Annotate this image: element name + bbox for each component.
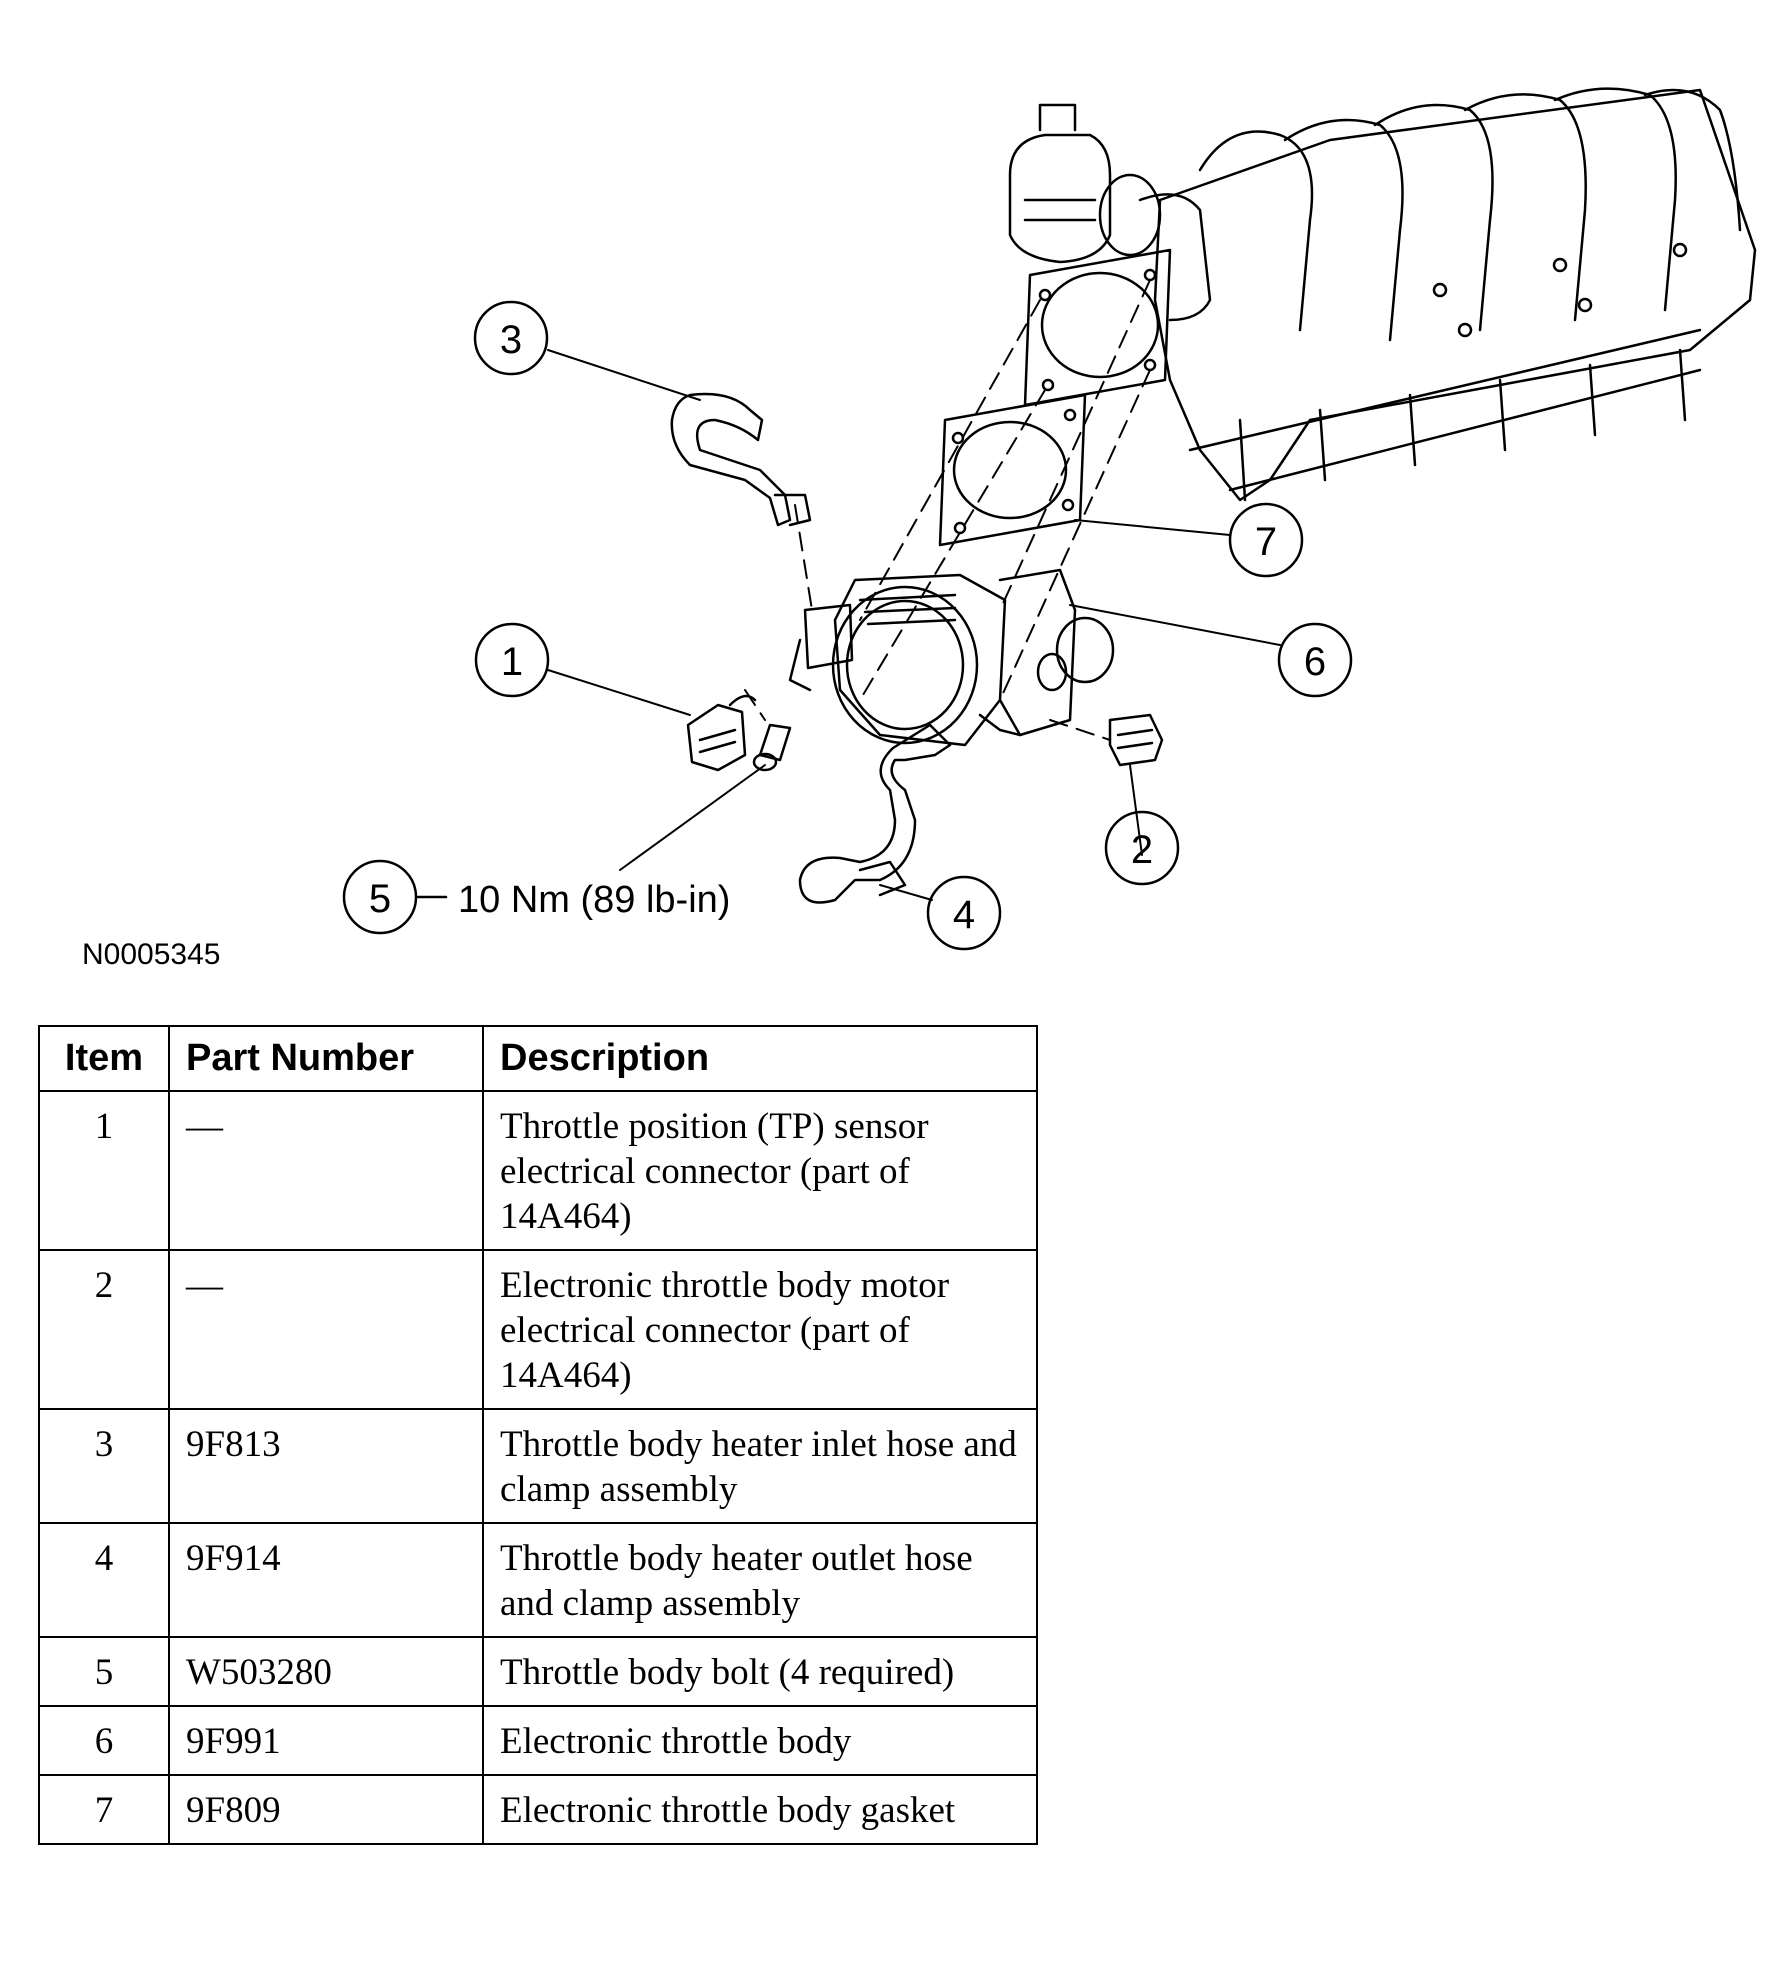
cell-description: Throttle position (TP) sensor electrical… bbox=[482, 1090, 1038, 1251]
inlet-hose bbox=[670, 392, 812, 527]
cell-item: 2 bbox=[38, 1249, 170, 1410]
cell-item: 6 bbox=[38, 1705, 170, 1776]
cell-part-number: — bbox=[168, 1249, 484, 1410]
cell-item: 7 bbox=[38, 1774, 170, 1845]
throttle-body bbox=[788, 568, 1115, 747]
header-part-number: Part Number bbox=[168, 1025, 484, 1092]
svg-text:2: 2 bbox=[1131, 828, 1153, 872]
parts-table: Item Part Number Description 1 — Throttl… bbox=[38, 1025, 1038, 1845]
svg-text:4: 4 bbox=[953, 893, 975, 937]
cell-item: 1 bbox=[38, 1090, 170, 1251]
callout-6: 6 bbox=[1277, 622, 1353, 698]
cell-description: Throttle body heater outlet hose and cla… bbox=[482, 1522, 1038, 1638]
cell-part-number: W503280 bbox=[168, 1636, 484, 1707]
table-row: 3 9F813 Throttle body heater inlet hose … bbox=[38, 1408, 1038, 1524]
cell-part-number: 9F813 bbox=[168, 1408, 484, 1524]
torque-spec: 10 Nm (89 lb-in) bbox=[458, 879, 730, 921]
svg-text:3: 3 bbox=[500, 318, 522, 362]
header-item: Item bbox=[38, 1025, 170, 1092]
adapter-plate bbox=[1023, 248, 1172, 407]
svg-text:1: 1 bbox=[501, 640, 523, 684]
throttle-body-bolt bbox=[752, 723, 792, 772]
intake-manifold bbox=[1138, 87, 1757, 502]
table-row: 5 W503280 Throttle body bolt (4 required… bbox=[38, 1636, 1038, 1707]
callout-4: 4 bbox=[926, 875, 1002, 951]
cell-part-number: 9F991 bbox=[168, 1705, 484, 1776]
cell-description: Throttle body heater inlet hose and clam… bbox=[482, 1408, 1038, 1524]
callout-5: 5 bbox=[342, 859, 448, 935]
table-header-row: Item Part Number Description bbox=[38, 1025, 1038, 1092]
table-row: 1 — Throttle position (TP) sensor electr… bbox=[38, 1090, 1038, 1251]
cell-description: Electronic throttle body gasket bbox=[482, 1774, 1038, 1845]
svg-text:7: 7 bbox=[1255, 520, 1277, 564]
alignment-lines bbox=[744, 279, 1151, 741]
cell-description: Electronic throttle body motor electrica… bbox=[482, 1249, 1038, 1410]
callout-1: 1 bbox=[474, 622, 550, 698]
table-row: 2 — Electronic throttle body motor elect… bbox=[38, 1249, 1038, 1410]
motor-connector bbox=[1108, 713, 1164, 767]
cell-item: 4 bbox=[38, 1522, 170, 1638]
cell-description: Electronic throttle body bbox=[482, 1705, 1038, 1776]
svg-text:5: 5 bbox=[369, 877, 391, 921]
table-row: 7 9F809 Electronic throttle body gasket bbox=[38, 1774, 1038, 1845]
upper-actuator bbox=[1008, 103, 1162, 264]
outlet-hose bbox=[798, 723, 952, 904]
cell-part-number: 9F809 bbox=[168, 1774, 484, 1845]
figure-id: N0005345 bbox=[82, 938, 221, 971]
svg-text:6: 6 bbox=[1304, 640, 1326, 684]
table-row: 6 9F991 Electronic throttle body bbox=[38, 1705, 1038, 1776]
table-row: 4 9F914 Throttle body heater outlet hose… bbox=[38, 1522, 1038, 1638]
header-description: Description bbox=[482, 1025, 1038, 1092]
callout-2: 2 bbox=[1104, 810, 1180, 886]
callout-3: 3 bbox=[473, 300, 549, 376]
cell-part-number: 9F914 bbox=[168, 1522, 484, 1638]
exploded-view-diagram: 3 1 7 6 2 4 5 10 Nm (89 lb-in) bbox=[342, 87, 1757, 951]
cell-description: Throttle body bolt (4 required) bbox=[482, 1636, 1038, 1707]
cell-item: 3 bbox=[38, 1408, 170, 1524]
leader-lines bbox=[547, 349, 1281, 901]
callout-7: 7 bbox=[1228, 502, 1304, 578]
cell-item: 5 bbox=[38, 1636, 170, 1707]
tp-sensor-connector bbox=[686, 694, 757, 772]
cell-part-number: — bbox=[168, 1090, 484, 1251]
